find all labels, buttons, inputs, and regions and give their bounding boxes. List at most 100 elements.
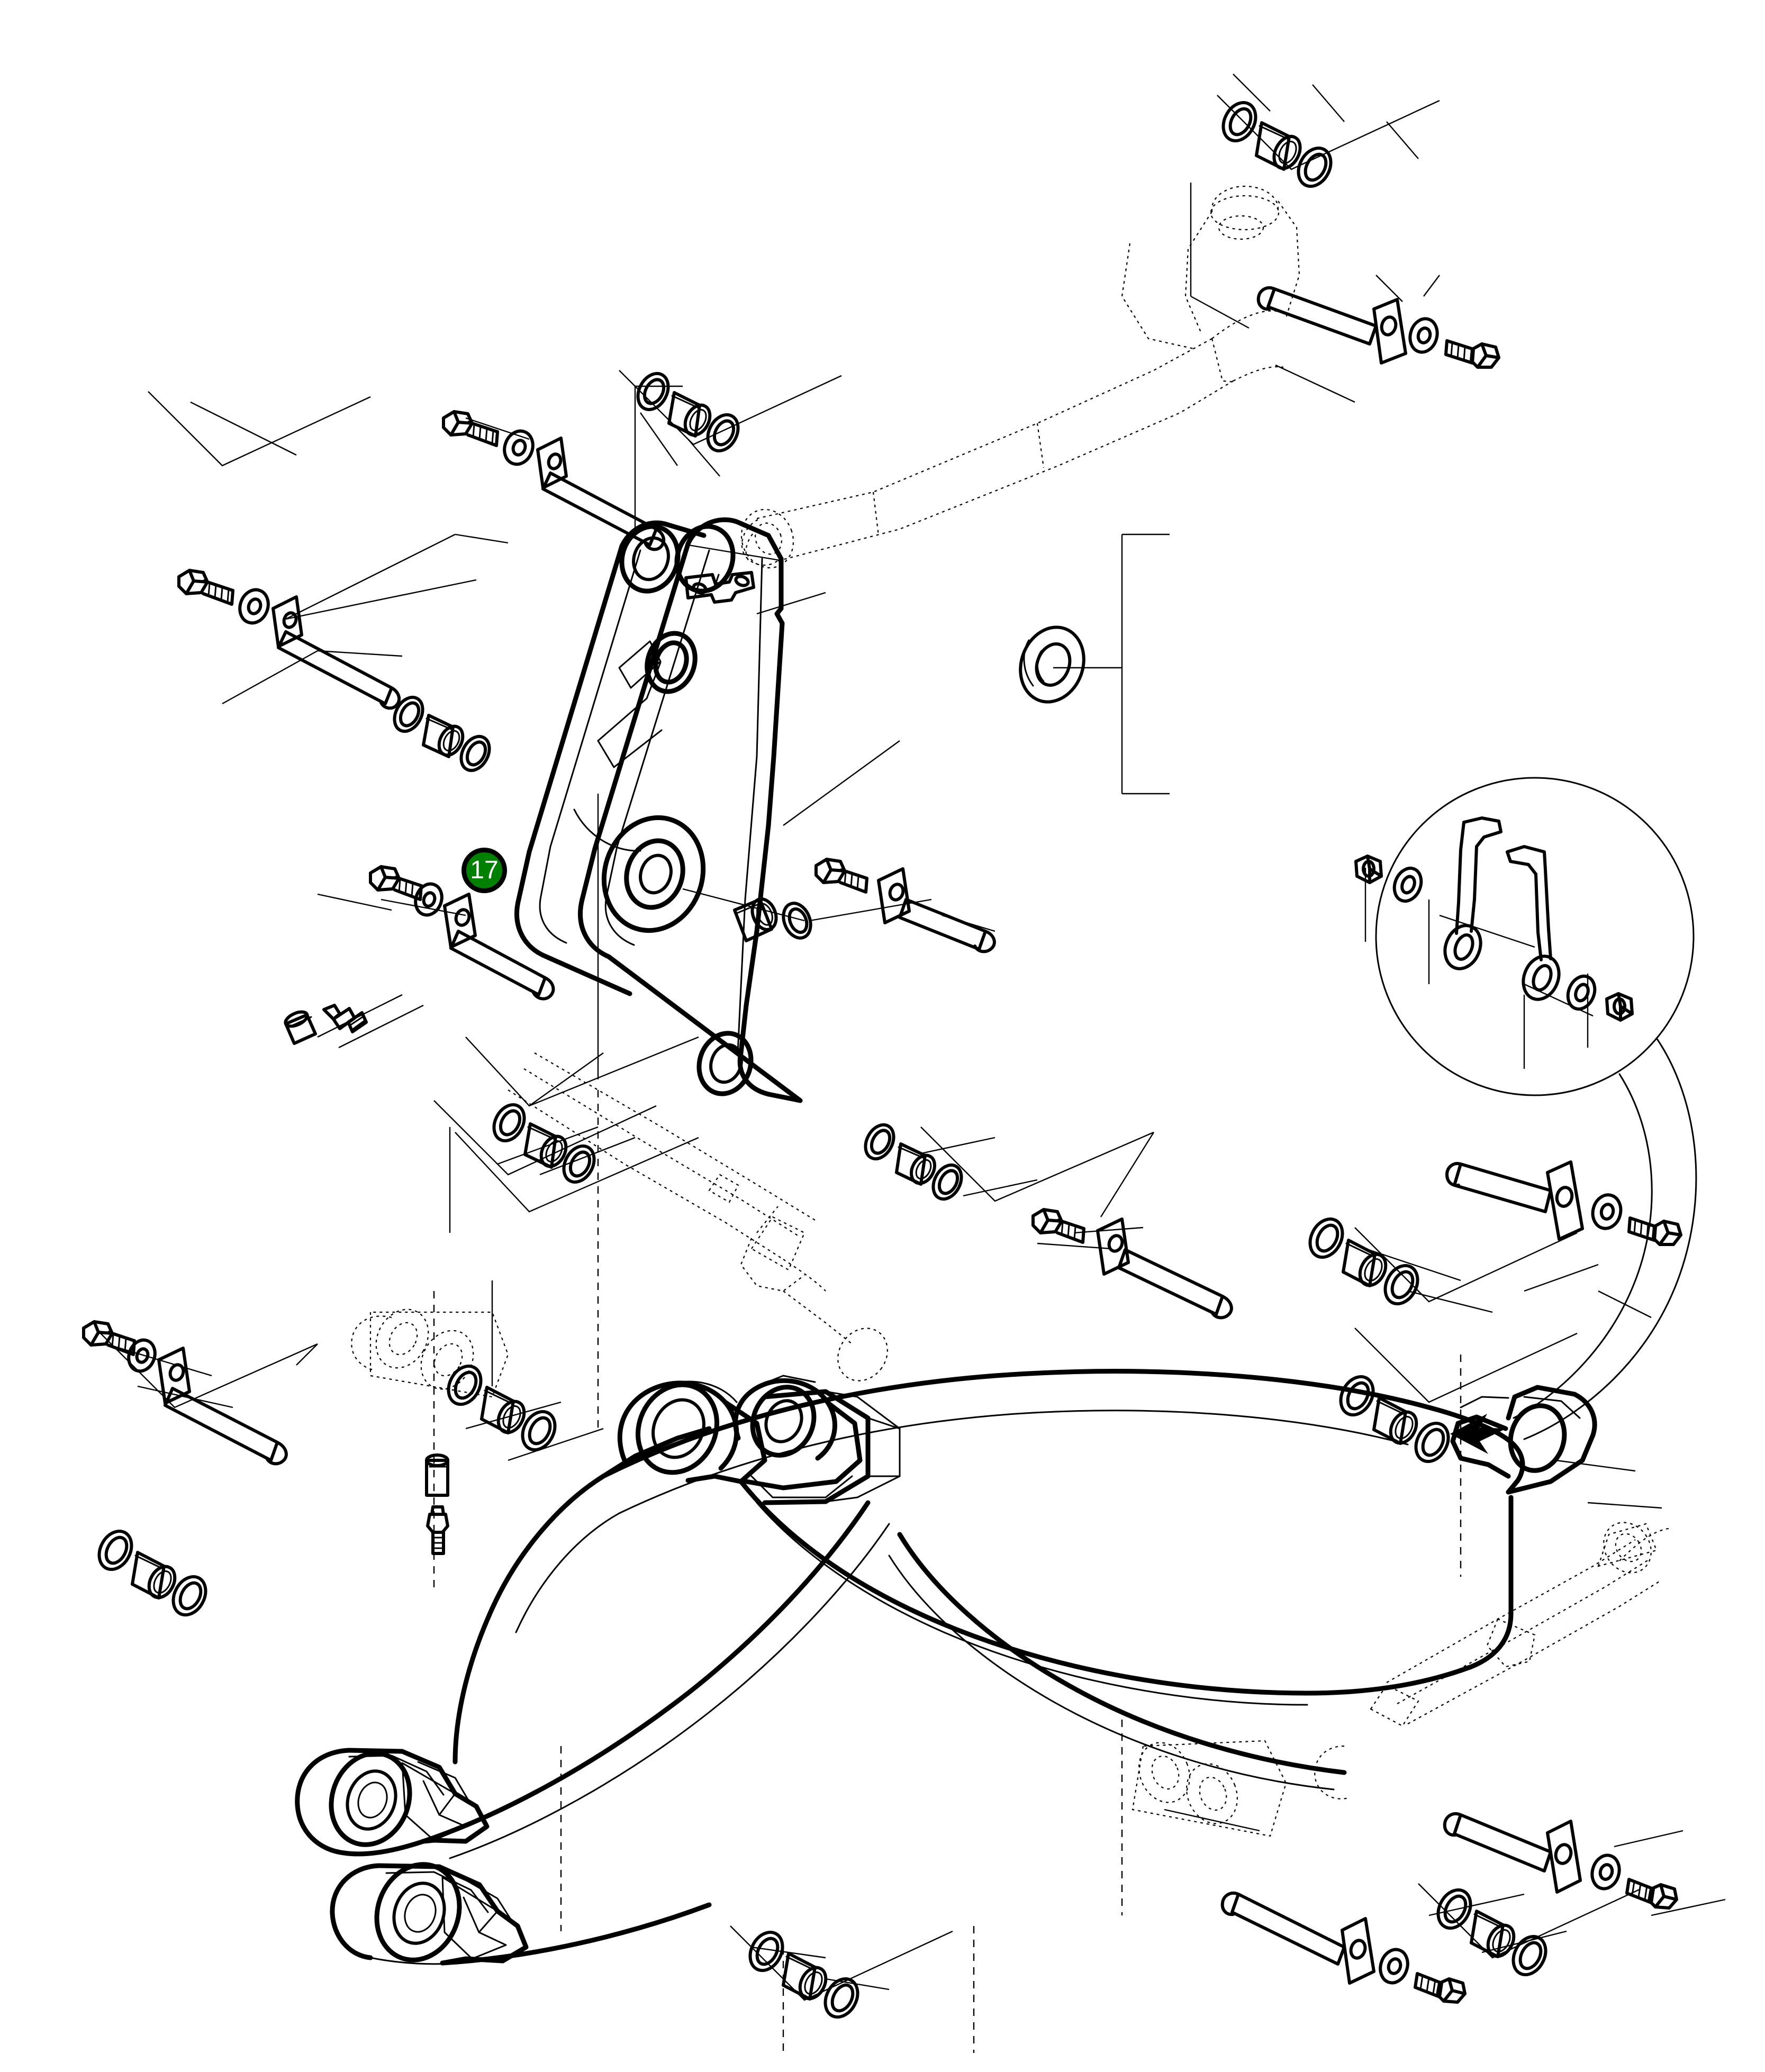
detail-balloon (1354, 777, 1697, 1440)
pin-plate-bottom-right-2 (1443, 1812, 1678, 1910)
pin-icon (541, 471, 666, 551)
seal-ring-icon (1511, 1934, 1547, 1977)
bushing-icon (480, 1386, 526, 1434)
bushing-icon (1470, 1910, 1516, 1958)
seal-ring-icon (562, 1144, 596, 1184)
bushing-icon (782, 1952, 828, 2001)
flat-washer-icon (1392, 866, 1423, 903)
seal-ring-icon (748, 1930, 784, 1973)
pin-icon (277, 630, 401, 710)
bushing-icon (1372, 1396, 1418, 1445)
flat-washer-icon (1591, 1193, 1623, 1230)
pin-icon (1445, 1162, 1552, 1213)
grease-nipple-icon (426, 1505, 449, 1555)
pin-icon (1256, 286, 1378, 346)
seal-ring-icon (393, 695, 424, 733)
flat-washer-icon (1408, 317, 1439, 354)
direction-arrow-right (1450, 1414, 1506, 1454)
hex-bolt-icon (1625, 1878, 1678, 1910)
leader-lines (100, 74, 1726, 2053)
bushing-icon (422, 714, 465, 758)
retainer-plate-icon (1546, 1160, 1584, 1241)
bushing-icon (1255, 121, 1302, 171)
pin-plate-right (1445, 1160, 1682, 1246)
callout-badge-17[interactable]: 17 (461, 848, 507, 893)
lift-cylinder-phantom (740, 185, 1300, 569)
bushing-seal-set-bottom-right (1436, 1888, 1547, 1977)
seal-ring-icon (171, 1575, 207, 1617)
seal-ring-icon (1383, 1264, 1419, 1306)
bushing-icon (1342, 1239, 1388, 1287)
hex-bolt-icon (814, 858, 868, 894)
bushing-seal-set-mid-left (492, 1103, 596, 1184)
pin-retainer-plate-bolt-washer-upper-left-2 (177, 569, 491, 773)
bushing-seal-set-bottom-center (748, 1930, 859, 2019)
pin-icon (1443, 1812, 1552, 1873)
boom-weldment (452, 1369, 1597, 1765)
seal-ring-icon (706, 413, 740, 453)
link-plate (514, 517, 803, 1103)
seal-ring-icon (1221, 101, 1257, 143)
bushing-seal-set-mid-right (864, 1123, 963, 1201)
retainer-plate-icon (443, 893, 477, 949)
hex-bolt-icon (1627, 1216, 1682, 1246)
seal-ring-icon (1339, 1375, 1375, 1417)
seal-ring-icon (447, 1364, 483, 1406)
pin-plate-bolt-washer-left-mid (369, 865, 555, 1001)
dust-cap-icon (425, 1453, 449, 1497)
retainer-plate-icon (877, 867, 911, 924)
dust-cap-icon (284, 1010, 317, 1045)
seal-ring-icon (864, 1123, 895, 1161)
hex-bolt-icon (1414, 1972, 1467, 2004)
arm-cylinder-phantom-right (1132, 1522, 1673, 1837)
bushing-icon (523, 1122, 568, 1169)
seal-ring-icon (823, 1977, 859, 2019)
bushing-seal-set-top-center (636, 371, 740, 453)
pin-plate-bolt-washer-boom-mid (1031, 1208, 1233, 1320)
retainer-plate-icon (1372, 298, 1407, 365)
hex-bolt-icon (177, 569, 234, 606)
hex-bolt-icon (1444, 339, 1500, 369)
pin-plate-bolt-washer-mid-center (814, 858, 996, 953)
seal-ring-icon (782, 902, 812, 940)
seal-ring-icon (492, 1103, 526, 1143)
grease-nipple-icon (322, 1004, 368, 1033)
pin-icon (1117, 1248, 1233, 1320)
retainer-plate-icon (1341, 1917, 1375, 1985)
retainer-plate-icon (1546, 1820, 1582, 1894)
group-boxes (296, 1052, 1155, 1366)
bushing-seal-set-lower-left (97, 1529, 207, 1617)
flat-washer-icon (1379, 1948, 1409, 1985)
bushing-seal-set-boom-right-2 (1339, 1375, 1450, 1464)
retainer-plate-icon (157, 1347, 191, 1405)
pin-icon (898, 898, 996, 953)
eye-rod-icon (1506, 845, 1561, 1001)
retainer-plate-icon (1096, 1217, 1130, 1276)
flat-washer-icon (238, 588, 270, 625)
flat-washer-icon (127, 1338, 157, 1373)
seal-ring-icon (521, 1410, 557, 1452)
seal-ring-icon (1297, 146, 1333, 188)
flat-washer-icon (414, 882, 443, 917)
bushing-seal-set-boom-right-1 (1308, 1217, 1419, 1306)
arm-weldment (295, 1500, 1347, 1966)
seal-ring-icon (931, 1163, 963, 1201)
pin-icon (449, 930, 555, 1001)
bushing-seal-set-boom-upper (447, 1364, 557, 1452)
pin-plate-bolt-washer-bottom-right (1220, 1892, 1467, 2004)
seal-ring-icon (97, 1529, 133, 1571)
pin-plate-bolt-washer-top-right (1256, 286, 1500, 369)
hex-nut-icon (1354, 855, 1383, 884)
seal-ring-icon (1436, 1888, 1472, 1930)
bushing-icon (667, 391, 712, 438)
bushing-icon (131, 1551, 177, 1600)
hex-bolt-icon (1031, 1208, 1085, 1244)
flat-washer-icon (503, 429, 535, 466)
eye-rod-icon (1443, 816, 1502, 970)
retainer-plate-icon (271, 595, 303, 648)
hex-bolt-icon (82, 1320, 136, 1356)
seal-ring-icon (1308, 1217, 1344, 1259)
flat-washer-icon (1566, 974, 1597, 1011)
